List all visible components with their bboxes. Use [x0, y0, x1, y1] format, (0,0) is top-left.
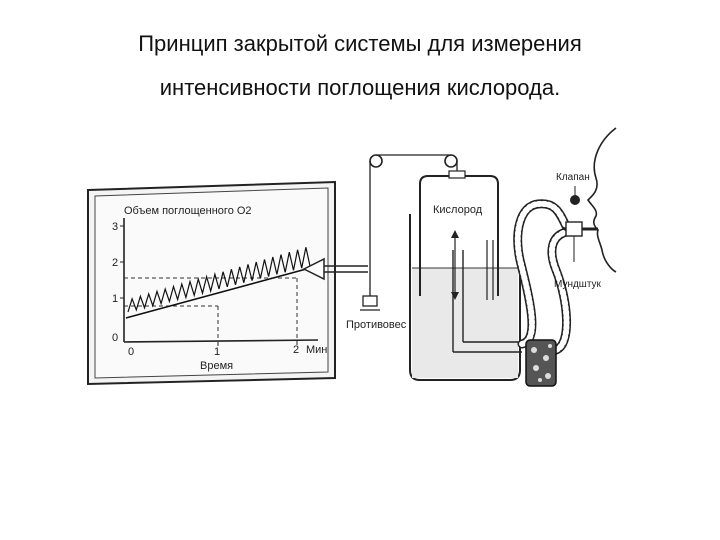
valve-icon: [565, 221, 583, 237]
valve-mouthpiece: Клапан Мундштук: [554, 127, 617, 290]
title-line-1: Принцип закрытой системы для измерения: [138, 31, 582, 56]
mouthpiece-label: Мундштук: [554, 279, 602, 290]
y-axis-label: Объем поглощенного O2: [124, 205, 252, 217]
x-unit: Мин: [306, 344, 327, 356]
x-tick-0: 0: [128, 346, 134, 358]
breathing-trace: [127, 247, 311, 313]
trend-line: [125, 267, 311, 319]
y-tick-2: 2: [112, 257, 118, 269]
y-tick-3: 3: [112, 221, 118, 233]
pulley-left-icon: [369, 154, 383, 168]
counterweight: [362, 295, 378, 307]
oxygen-label: Кислород: [433, 204, 483, 216]
water: [412, 268, 518, 378]
recorder-drum: 3 2 1 0 0 1 2 Мин Время Объем поглощенно…: [87, 180, 336, 386]
pulley-right-icon: [444, 154, 458, 168]
spirometer-tank: Кислород: [409, 170, 522, 381]
pen-arrow: [302, 257, 368, 281]
x-tick-1: 1: [214, 346, 220, 358]
x-axis: [123, 339, 319, 343]
title-line-2: интенсивности поглощения кислорода.: [159, 75, 561, 100]
breathing-hoses: [513, 199, 571, 355]
co2-absorber: [525, 339, 557, 387]
pulley-system: Противовес: [346, 154, 458, 331]
y-tick-1: 1: [112, 293, 118, 305]
valve-label: Клапан: [556, 172, 590, 183]
face-profile: [586, 127, 617, 273]
counterweight-label: Противовес: [346, 319, 407, 331]
x-axis-label: Время: [200, 360, 233, 372]
x-tick-2: 2: [293, 344, 299, 356]
y-tick-0: 0: [112, 332, 118, 344]
